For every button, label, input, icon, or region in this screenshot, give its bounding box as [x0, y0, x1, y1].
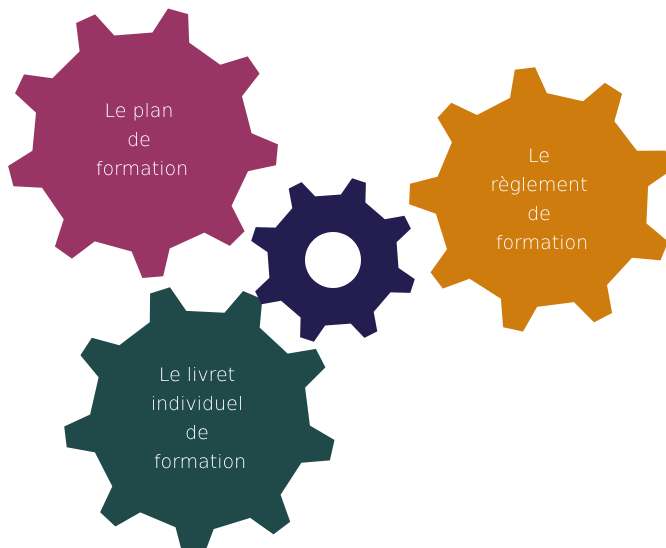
gear-plan-label: Le plan de formation: [96, 100, 188, 180]
gear-reglement-line-2: règlement: [490, 174, 587, 196]
gear-plan-de-formation: Le plan de formation: [8, 8, 278, 278]
gear-reglement-de-formation: Le règlement de formation: [409, 67, 666, 332]
gear-plan-line-1: Le plan: [104, 100, 173, 122]
gear-reglement-line-1: Le: [528, 145, 550, 167]
gear-icon: [8, 8, 278, 278]
gear-livret-line-3: de: [185, 422, 209, 444]
gear-livret-individuel: Le livret individuel de formation: [64, 287, 335, 548]
gear-reglement-label: Le règlement de formation: [490, 145, 593, 254]
gear-center: [251, 178, 415, 342]
gear-icon: [409, 67, 666, 332]
gear-livret-line-2: individuel: [151, 393, 243, 415]
gear-reglement-line-4: formation: [496, 232, 588, 254]
gear-livret-line-4: formation: [154, 451, 246, 473]
gear-plan-line-3: formation: [96, 158, 188, 180]
gear-livret-label: Le livret individuel de formation: [151, 364, 249, 473]
gear-plan-line-2: de: [127, 129, 151, 151]
gear-livret-line-1: Le livret: [159, 364, 235, 386]
gear-icon: [251, 178, 415, 342]
gear-reglement-line-3: de: [527, 203, 551, 225]
gear-icon: [64, 287, 335, 548]
